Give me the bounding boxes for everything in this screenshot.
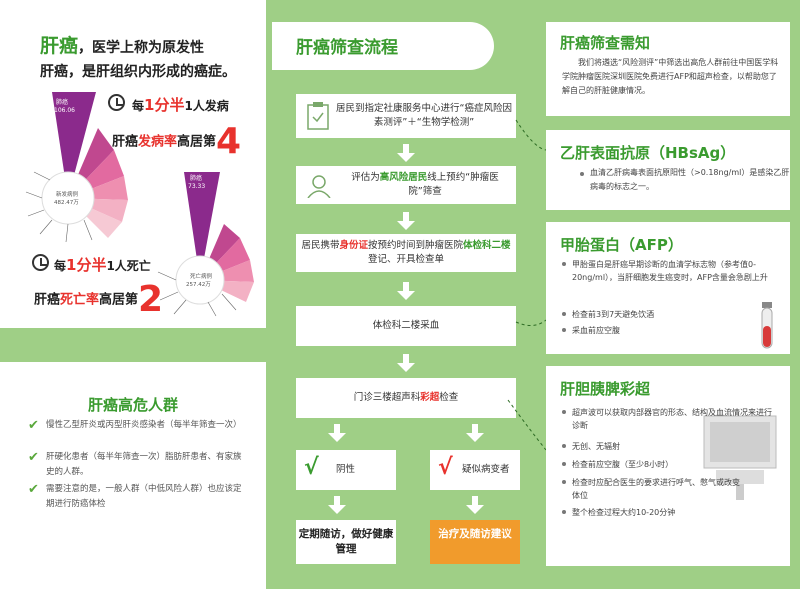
checkmark-icon: √ [304,455,319,480]
death-stat: 每1分半1人死亡 [54,256,151,274]
ultrasound-card: 肝胆胰脾彩超 超声波可以获取内部器官的形态、结构及血流情况来进行诊断 无创、无辐… [546,366,790,566]
down-arrow-icon [328,424,346,442]
risk-item: ✔需要注意的是，一般人群（中低风险人群）也应该定期进行防癌体检 [28,482,242,509]
result-followup: 定期随访，做好健康管理 [296,520,396,564]
afp-item: 采血前应空腹 [562,324,742,337]
notice-text: 我们将遴选“风险测评”中筛选出高危人群前往中国医学科学院肿瘤医院深圳医院免费进行… [562,58,779,95]
blood-tube-icon [761,302,773,349]
ultrasound-item: 整个检查过程大约10-20分钟 [562,506,742,519]
down-arrow-icon [397,212,415,230]
intro-panel: 肝癌，医学上称为原发性 肝癌，是肝组织内形成的癌症。 肺癌 106.06 新发病… [0,0,266,328]
result-treatment: 治疗及随访建议 [430,520,520,564]
flow-step-2: 评估为高风险居民线上预约“肿瘤医院”筛查 [296,166,516,204]
flow-title-tab: 肝癌筛查流程 [272,22,494,70]
flow-step-3: 居民携带身份证按预约时间到肿瘤医院体检科二楼登记、开具检查单 [296,234,516,272]
chart2-center-label: 死亡病例 [190,272,213,280]
chart2-top-label: 肺癌 [190,174,202,182]
ultrasound-machine-icon [703,415,777,500]
down-arrow-icon [466,496,484,514]
incidence-rank: 肝癌发病率高居第4 [112,121,242,162]
ultrasound-item: 检查时应配合医生的要求进行呼气、憋气或改变体位 [562,478,740,500]
mortality-radial-chart: 肺癌 73.33 死亡病例 257.42万 [157,172,254,317]
afp-title: 甲胎蛋白（AFP） [560,236,683,254]
death-rank: 肝癌死亡率高居第2 [34,279,164,320]
clock-icon [32,254,49,271]
down-arrow-icon [466,424,484,442]
chart2-center-value: 257.42万 [186,281,211,288]
risk-title: 肝癌高危人群 [87,396,178,414]
ultrasound-item: 无创、无辐射 [562,440,712,453]
down-arrow-icon [328,496,346,514]
chart1-top-wedge [52,92,96,198]
flow-step-4: 体检科二楼采血 [296,306,516,346]
checkmark-icon: ✔ [28,450,39,465]
checkmark-icon: √ [438,455,453,480]
chart1-center-label: 新发病例 [56,190,79,198]
notice-title: 肝癌筛查需知 [560,34,651,52]
ultrasound-item: 检查前应空腹（至少8小时） [562,458,712,471]
risk-item: ✔慢性乙型肝炎或丙型肝炎感染者（每半年筛查一次） [28,418,242,433]
intro-heading: 肝癌，医学上称为原发性 肝癌，是肝组织内形成的癌症。 [40,35,236,80]
notice-card: 肝癌筛查需知 我们将遴选“风险测评”中筛选出高危人群前往中国医学科学院肿瘤医院深… [546,22,790,116]
risk-group-panel: 肝癌高危人群 ✔慢性乙型肝炎或丙型肝炎感染者（每半年筛查一次） ✔肝硬化患者（每… [0,362,266,589]
down-arrow-icon [397,282,415,300]
checkmark-icon: ✔ [28,418,39,433]
afp-card: 甲胎蛋白（AFP） 甲胎蛋白是肝癌早期诊断的血清学标志物（参考值0-20ng/m… [546,222,790,354]
hbsag-text: 血清乙肝病毒表面抗原阳性（>0.18ng/ml）是感染乙肝病毒的标志之一。 [590,168,790,191]
hbsag-title: 乙肝表面抗原（HBsAg） [560,144,736,162]
incidence-radial-chart: 肺癌 106.06 新发病例 482.47万 [25,92,128,243]
clock-icon [108,94,125,111]
incidence-stat: 每1分半1人发病 [132,96,229,114]
checkmark-icon: ✔ [28,482,39,497]
result-suspect: √ 疑似病变者 [430,450,520,490]
ultrasound-title: 肝胆胰脾彩超 [560,380,651,398]
clipboard-icon [307,102,329,130]
flow-title: 肝癌筛查流程 [296,38,398,58]
result-negative: √ 阴性 [296,450,396,490]
chart2-top-value: 73.33 [188,183,205,190]
afp-item: 甲胎蛋白是肝癌早期诊断的血清学标志物（参考值0-20ng/ml），当肝细胞发生癌… [562,258,782,284]
risk-item: ✔肝硬化患者（每半年筛查一次）脂肪肝患者、有家族史的人群。 [28,450,242,477]
chart1-top-value: 106.06 [54,107,75,114]
flow-step-1: 居民到指定社康服务中心进行“癌症风险因素测评”＋“生物学检测” [296,94,516,138]
chart1-top-label: 肺癌 [56,98,68,106]
doctor-icon [307,175,331,198]
chart1-center-value: 482.47万 [54,199,79,206]
hbsag-card: 乙肝表面抗原（HBsAg） 血清乙肝病毒表面抗原阳性（>0.18ng/ml）是感… [546,130,790,210]
afp-item: 检查前3到7天避免饮酒 [562,308,742,321]
down-arrow-icon [397,354,415,372]
ultrasound-item: 超声波可以获取内部器官的形态、结构及血流情况来进行诊断 [562,408,772,430]
flow-step-5: 门诊三楼超声科彩超检查 [296,378,516,418]
down-arrow-icon [397,144,415,162]
